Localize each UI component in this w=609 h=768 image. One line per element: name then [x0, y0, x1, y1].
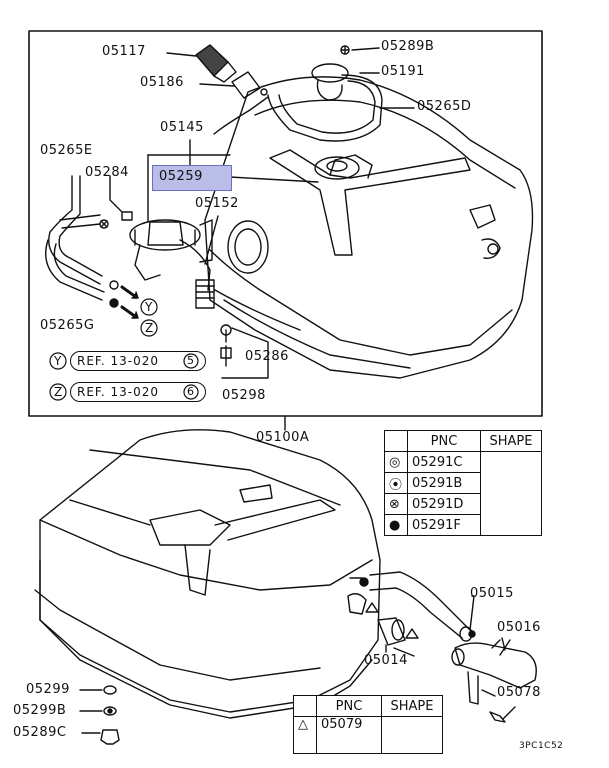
label-05152[interactable]: 05152	[195, 196, 239, 211]
pnc-table-header-shape: SHAPE	[480, 430, 542, 452]
ref-z-num-circle	[183, 384, 199, 400]
hose-05014-icon	[377, 617, 406, 646]
ref-y-num-circle	[183, 353, 199, 369]
nut-05289c-icon	[100, 729, 120, 745]
lower-fuel-tank-icon	[34, 429, 381, 719]
ref-y-box[interactable]	[70, 351, 206, 371]
ref-z-letter: Z	[54, 385, 64, 399]
marker-z-letter: Z	[145, 321, 155, 335]
ref-z-text[interactable]: REF. 13-020	[77, 385, 160, 399]
pnc-table-clamps: PNC SHAPE ◎ 05291C ⦿ 05291B ⊗ 05291D ● 0…	[384, 430, 542, 536]
ref-z-box[interactable]	[70, 382, 206, 402]
pnc-table2-header-pnc: PNC	[316, 695, 382, 717]
ref-y-num: 5	[187, 354, 195, 367]
label-05016[interactable]: 05016	[497, 620, 541, 635]
pipe-05015-icon	[359, 571, 476, 642]
ref-z-num: 6	[187, 385, 195, 398]
nut-05299-icon	[103, 685, 117, 695]
pnc-table-cell[interactable]: 05291D	[407, 493, 481, 515]
label-05265d[interactable]: 05265D	[417, 99, 472, 114]
pnc-symbol: ⦿	[384, 472, 408, 494]
pnc-table-blank	[384, 430, 408, 452]
label-05289c[interactable]: 05289C	[13, 725, 67, 740]
ref-y-symbol	[49, 352, 67, 370]
label-05117[interactable]: 05117	[102, 44, 146, 59]
label-05299[interactable]: 05299	[26, 682, 70, 697]
nut-05299b-icon	[103, 706, 117, 716]
pnc-shape-cell	[480, 451, 542, 536]
label-05015[interactable]: 05015	[470, 586, 514, 601]
vent-hose-05265d	[267, 74, 383, 142]
hose-05265g	[45, 239, 103, 301]
label-05286[interactable]: 05286	[245, 349, 289, 364]
label-05284[interactable]: 05284	[85, 165, 129, 180]
label-05299b[interactable]: 05299B	[13, 703, 67, 718]
pnc-symbol: ◎	[384, 451, 408, 473]
marker-y-letter: Y	[145, 300, 154, 314]
ref-y-text[interactable]: REF. 13-020	[77, 354, 160, 368]
label-05186[interactable]: 05186	[140, 75, 184, 90]
fuel-pump-assembly-icon	[129, 219, 215, 309]
hose-05265e	[48, 175, 101, 285]
pnc-table-cell[interactable]: 05291B	[407, 472, 481, 494]
label-05014[interactable]: 05014	[364, 653, 408, 668]
pnc-table-cell[interactable]: 05291C	[407, 451, 481, 473]
connector-05117-icon	[195, 44, 237, 83]
diagram-code: 3PC1C52	[519, 741, 564, 751]
highlight-05259[interactable]	[152, 165, 232, 191]
pnc-table-05079: PNC SHAPE △ 05079	[293, 695, 443, 754]
label-05259[interactable]: 05259	[159, 169, 203, 184]
ref-y-letter: Y	[54, 354, 63, 368]
filter-05186-icon	[231, 71, 268, 99]
pnc-symbol: ⊗	[384, 493, 408, 515]
label-05191[interactable]: 05191	[381, 64, 425, 79]
ref-z-symbol	[49, 383, 67, 401]
pnc-symbol: △	[293, 716, 317, 754]
label-05298[interactable]: 05298	[222, 388, 266, 403]
pnc-table-cell[interactable]: 05291F	[407, 514, 481, 536]
pnc-table2-cell[interactable]: 05079	[316, 716, 382, 754]
bracket-05016-icon	[451, 639, 537, 705]
label-05078[interactable]: 05078	[497, 685, 541, 700]
upper-fuel-tank-icon	[204, 63, 534, 379]
pnc-table-header-pnc: PNC	[407, 430, 481, 452]
marker-y-circle	[140, 298, 158, 316]
pnc-shape-cell-2	[381, 716, 443, 754]
label-05289b[interactable]: 05289B	[381, 39, 435, 54]
label-05100a[interactable]: 05100A	[256, 430, 310, 445]
marker-z-circle	[140, 319, 158, 337]
pnc-table2-blank	[293, 695, 317, 717]
pnc-symbol: ●	[384, 514, 408, 536]
label-05265e[interactable]: 05265E	[40, 143, 93, 158]
label-05265g[interactable]: 05265G	[40, 318, 95, 333]
pnc-table2-header-shape: SHAPE	[381, 695, 443, 717]
label-05145[interactable]: 05145	[160, 120, 204, 135]
